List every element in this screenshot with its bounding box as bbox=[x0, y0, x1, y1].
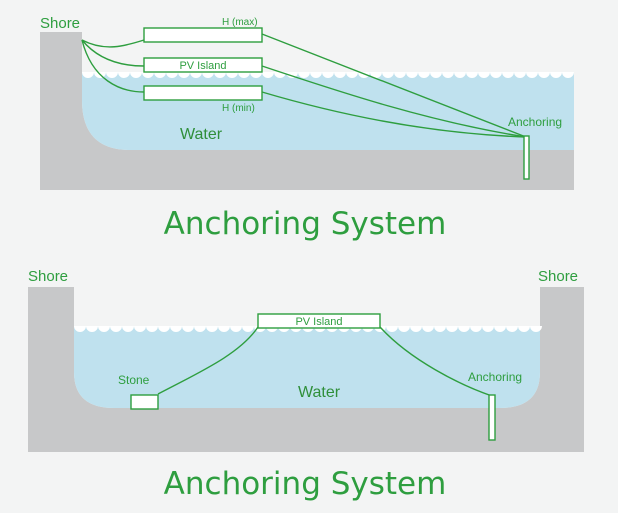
bottom-shore-left-label: Shore bbox=[28, 268, 68, 285]
top-shore-line-max bbox=[81, 39, 145, 48]
bottom-wave-crests bbox=[74, 326, 542, 332]
bottom-anchoring-label: Anchoring bbox=[468, 370, 522, 384]
top-shore-label: Shore bbox=[40, 15, 80, 32]
top-pv-island-max bbox=[143, 27, 263, 43]
top-anchor-line-mid bbox=[261, 65, 527, 138]
bottom-stone-line bbox=[157, 326, 259, 395]
bottom-anchor-line bbox=[379, 326, 493, 397]
top-h-min-label: H (min) bbox=[222, 103, 255, 114]
top-anchoring-label: Anchoring bbox=[508, 115, 562, 129]
bottom-caption: Anchoring System bbox=[164, 466, 447, 502]
bottom-anchor-post bbox=[488, 394, 496, 441]
top-pv-island bbox=[143, 57, 263, 73]
bottom-stone-label: Stone bbox=[118, 373, 150, 387]
top-h-max-label: H (max) bbox=[222, 17, 258, 28]
top-anchor-post bbox=[523, 135, 530, 180]
top-shore-line-mid bbox=[81, 39, 145, 67]
top-pv-island-min bbox=[143, 85, 263, 101]
top-wave-crests bbox=[82, 72, 574, 78]
bottom-stone bbox=[130, 394, 159, 410]
bottom-shore-right-label: Shore bbox=[538, 268, 578, 285]
bottom-shore-ground bbox=[28, 287, 584, 452]
top-shore-line-min bbox=[81, 39, 145, 93]
bottom-diagram: Shore Shore PV Island Stone Water Anchor… bbox=[28, 268, 584, 502]
top-anchor-line-min bbox=[261, 91, 527, 138]
bottom-pv-island bbox=[257, 313, 381, 329]
bottom-pv-island-label: PV Island bbox=[295, 316, 342, 328]
top-pv-island-label: PV Island bbox=[179, 60, 226, 72]
top-water-label: Water bbox=[180, 126, 223, 143]
top-diagram: Shore H (max) PV Island H (min) Water An… bbox=[40, 15, 574, 242]
bottom-water-body bbox=[74, 326, 540, 408]
bottom-water-label: Water bbox=[298, 384, 341, 401]
top-water-body bbox=[82, 72, 574, 150]
top-caption: Anchoring System bbox=[164, 206, 447, 242]
top-anchor-line-max bbox=[261, 33, 527, 138]
top-shore-ground bbox=[40, 32, 574, 190]
